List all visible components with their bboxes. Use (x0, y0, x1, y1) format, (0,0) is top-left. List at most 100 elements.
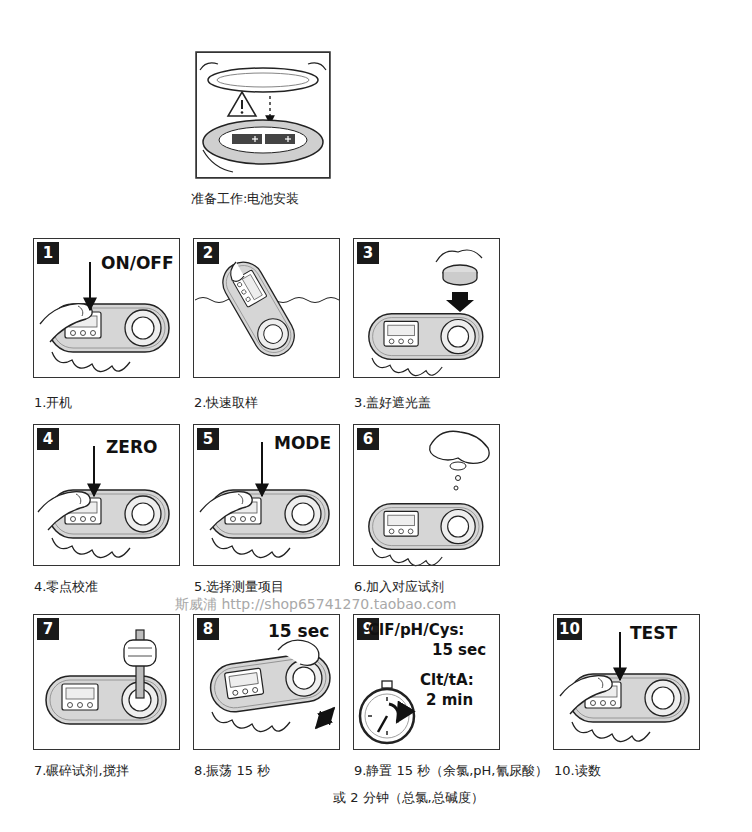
step-illustration-part (124, 640, 156, 666)
button-label: ZERO (106, 437, 157, 457)
stopwatch-part (402, 715, 406, 717)
step-caption: 6.加入对应试剂 (354, 579, 444, 595)
timing-label: Clt/tA: (420, 671, 474, 689)
stopwatch-part (386, 731, 388, 735)
step-panel: 准备工作:电池安装 (196, 52, 330, 178)
step-illustration-part (261, 442, 263, 496)
button-label: TEST (630, 623, 677, 643)
step-illustration-part (436, 250, 482, 262)
battery-illustration-part (196, 52, 330, 178)
step-illustration-part (38, 492, 90, 530)
step-illustration-part (89, 262, 91, 310)
button-label: MODE (274, 433, 331, 453)
battery-illustration-part (208, 68, 318, 92)
step-caption: 2.快速取样 (194, 395, 258, 411)
step-illustration-part (446, 292, 474, 312)
battery-illustration-part (217, 73, 309, 87)
step-caption: 7.碾碎试剂,搅拌 (34, 763, 129, 779)
step-panel: 33.盖好遮光盖 (353, 238, 500, 378)
battery-illustration-part (287, 136, 288, 142)
step-illustration-part (369, 504, 483, 550)
stopwatch-part (365, 694, 409, 738)
step-illustration-part (430, 431, 489, 463)
battery-illustration-part (265, 134, 295, 144)
step-illustration-part (52, 352, 130, 372)
step-illustration (40, 262, 169, 372)
step-panel: 4ZERO4.零点校准 (33, 424, 180, 566)
step-illustration (38, 446, 169, 558)
step-number: 2 (197, 242, 219, 264)
step-panel: 22.快速取样 (193, 238, 340, 378)
step-number: 10 (557, 618, 582, 640)
step-panel: 1ON/OFF1.开机 (33, 238, 180, 378)
step-illustration-part (93, 446, 95, 496)
step-illustration-part (40, 304, 92, 342)
battery-illustration-part (200, 63, 218, 70)
step-caption: 4.零点校准 (34, 579, 98, 595)
button-label: ON/OFF (101, 253, 174, 273)
timing-label: ClF/pH/Cys: (368, 621, 464, 639)
stopwatch-part (368, 715, 372, 717)
step-number: 4 (37, 428, 59, 450)
step-caption: 10.读数 (554, 763, 601, 779)
step-caption: 1.开机 (34, 395, 72, 411)
stopwatch-part (386, 697, 388, 701)
step-illustration-part (212, 538, 290, 558)
step-number: 6 (357, 428, 379, 450)
step-panel: 66.加入对应试剂 (353, 424, 500, 566)
step-caption: 3.盖好遮光盖 (354, 395, 431, 411)
step-illustration-part (372, 358, 442, 376)
step-illustration (195, 255, 339, 364)
step-panel: 10TEST10.读数 (553, 614, 700, 750)
step-illustration-part (278, 640, 319, 665)
battery-illustration-part (232, 134, 262, 144)
step-illustration-part (450, 462, 466, 470)
battery-illustration-part (241, 100, 243, 109)
battery-illustration (196, 52, 330, 178)
battery-illustration-part (241, 111, 244, 114)
step-illustration-part (52, 538, 130, 558)
step-caption: 5.选择测量项目 (194, 579, 284, 595)
step-illustration-part (215, 255, 301, 364)
button-label: 15 sec (268, 621, 329, 641)
step-illustration (208, 640, 334, 731)
step-number: 3 (357, 242, 379, 264)
stopwatch-part (389, 704, 399, 722)
step-illustration-part (46, 676, 166, 724)
step-number: 1 (37, 242, 59, 264)
battery-illustration-part (219, 127, 307, 153)
step-number: 7 (37, 618, 59, 640)
step-illustration (46, 630, 166, 724)
timing-label: 15 sec (432, 641, 486, 659)
step-illustration-part (200, 492, 252, 530)
step-illustration-part (231, 262, 244, 281)
step-illustration-part (372, 548, 442, 566)
stopwatch-part (382, 681, 392, 688)
timing-label: 2 min (426, 691, 473, 709)
stopwatch (360, 681, 414, 743)
step-illustration (200, 442, 329, 558)
step-illustration (369, 431, 489, 565)
step-caption: 9.静置 15 秒（余氯,pH,氰尿酸） (354, 763, 548, 779)
watermark: 斯威浦 http://shop65741270.taobao.com (175, 596, 456, 613)
step-illustration-part (212, 712, 290, 732)
stopwatch-part (360, 689, 414, 743)
step-panel: 815 sec8.振荡 15 秒 (193, 614, 340, 750)
step-number: 5 (197, 428, 219, 450)
step-panel: 9ClF/pH/Cys:15 secClt/tA:2 min9.静置 15 秒（… (353, 614, 500, 750)
step-caption: 准备工作:电池安装 (191, 191, 299, 207)
step-panel: 5MODE5.选择测量项目 (193, 424, 340, 566)
step-illustration-part (572, 722, 650, 742)
battery-illustration-part (203, 120, 323, 164)
step-illustration-part (128, 648, 152, 656)
step-illustration-part (456, 476, 461, 481)
stopwatch-part (378, 716, 387, 732)
step-number: 8 (197, 618, 219, 640)
step-note: 或 2 分钟（总氯,总碱度） (333, 790, 484, 806)
step-illustration-part (443, 272, 477, 285)
step-illustration (560, 632, 689, 742)
step-illustration-part (316, 708, 334, 728)
step-illustration (369, 250, 483, 376)
